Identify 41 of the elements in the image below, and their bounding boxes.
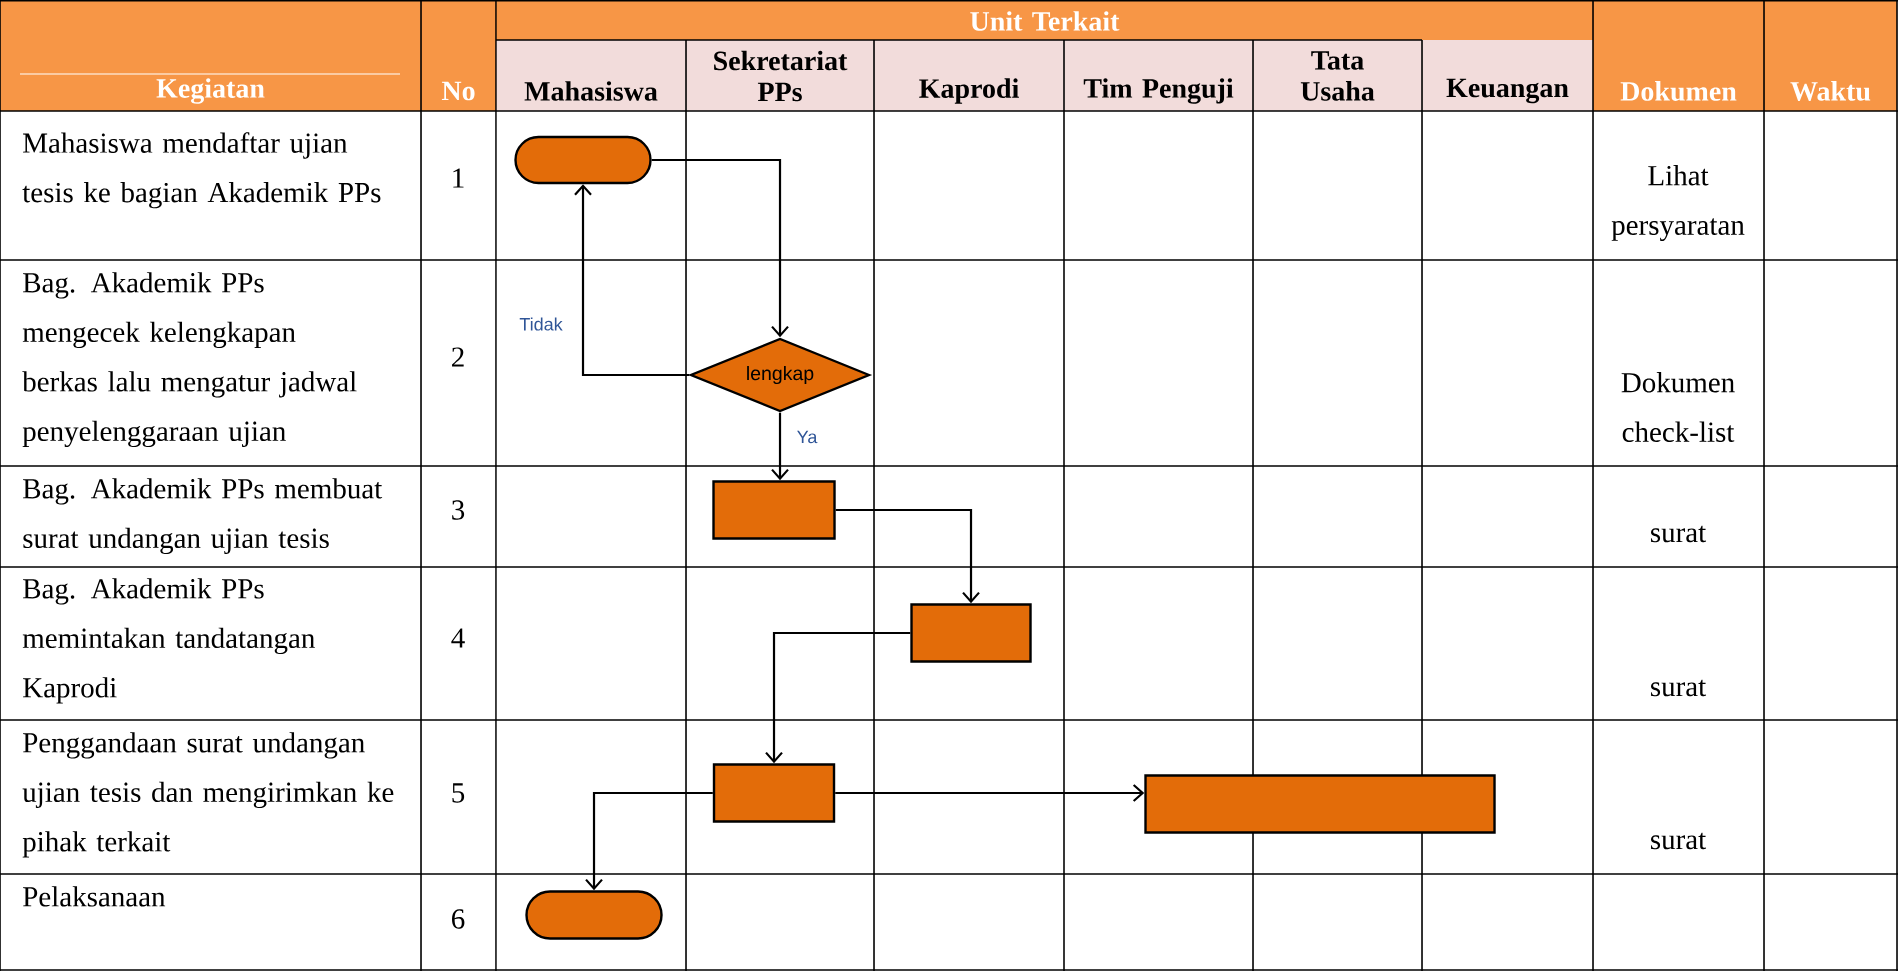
process-box bbox=[712, 763, 836, 823]
step-number: 1 bbox=[453, 168, 464, 188]
document-text: Dokumen check-list bbox=[1621, 372, 1735, 442]
arrow bbox=[835, 508, 980, 604]
document-text: surat bbox=[1651, 525, 1707, 543]
step-number: 4 bbox=[451, 628, 465, 648]
arrow bbox=[771, 412, 789, 481]
document-text: surat bbox=[1651, 832, 1707, 850]
arrow bbox=[835, 784, 1145, 802]
document-text: surat bbox=[1651, 679, 1707, 697]
document-text: Lihat persyaratan bbox=[1611, 165, 1745, 241]
arrow bbox=[765, 631, 911, 764]
header-cell: Kaprodi bbox=[874, 40, 1064, 111]
activity-text: Mahasiswa mendaftar ujian tesis ke bagian Akademik PPs bbox=[22, 132, 381, 209]
terminal-capsule bbox=[525, 890, 663, 940]
activity-text: Bag. Akademik PPs memintakan tandatangan Kaprodi bbox=[22, 578, 315, 704]
header-cell: Tim Penguji bbox=[1064, 40, 1253, 111]
terminal-capsule bbox=[514, 135, 652, 185]
edge-label: Tidak bbox=[517, 315, 565, 333]
header-cell: Waktu bbox=[1764, 0, 1897, 111]
header-cell: Tata Usaha bbox=[1253, 40, 1422, 111]
arrow bbox=[574, 184, 690, 377]
arrow bbox=[585, 791, 713, 891]
step-number: 5 bbox=[452, 783, 465, 803]
edge-label: Ya bbox=[794, 428, 820, 446]
process-box bbox=[1144, 774, 1496, 834]
activity-text: Bag. Akademik PPs membuat surat undangan ujian tesis bbox=[23, 478, 383, 555]
activity-text: Pelaksanaan bbox=[23, 886, 166, 907]
activity-text: Penggandaan surat undangan ujian tesis dan mengirimkan ke pihak terkait bbox=[22, 732, 394, 858]
arrow bbox=[651, 158, 789, 338]
header-cell: Mahasiswa bbox=[496, 40, 686, 111]
step-number: 6 bbox=[452, 909, 465, 929]
process-box bbox=[712, 480, 836, 540]
process-box bbox=[910, 603, 1032, 663]
header-cell: Dokumen bbox=[1593, 0, 1764, 111]
header-cell: No bbox=[421, 0, 496, 111]
step-number: 2 bbox=[452, 347, 464, 367]
activity-text: Bag. Akademik PPs mengecek kelengkapan berkas lalu mengatur jadwal penyelenggaraan ujian bbox=[22, 272, 357, 448]
step-number: 3 bbox=[452, 500, 465, 520]
header-cell: Sekretariat PPs bbox=[686, 40, 874, 111]
header-cell: Keuangan bbox=[1422, 40, 1593, 111]
